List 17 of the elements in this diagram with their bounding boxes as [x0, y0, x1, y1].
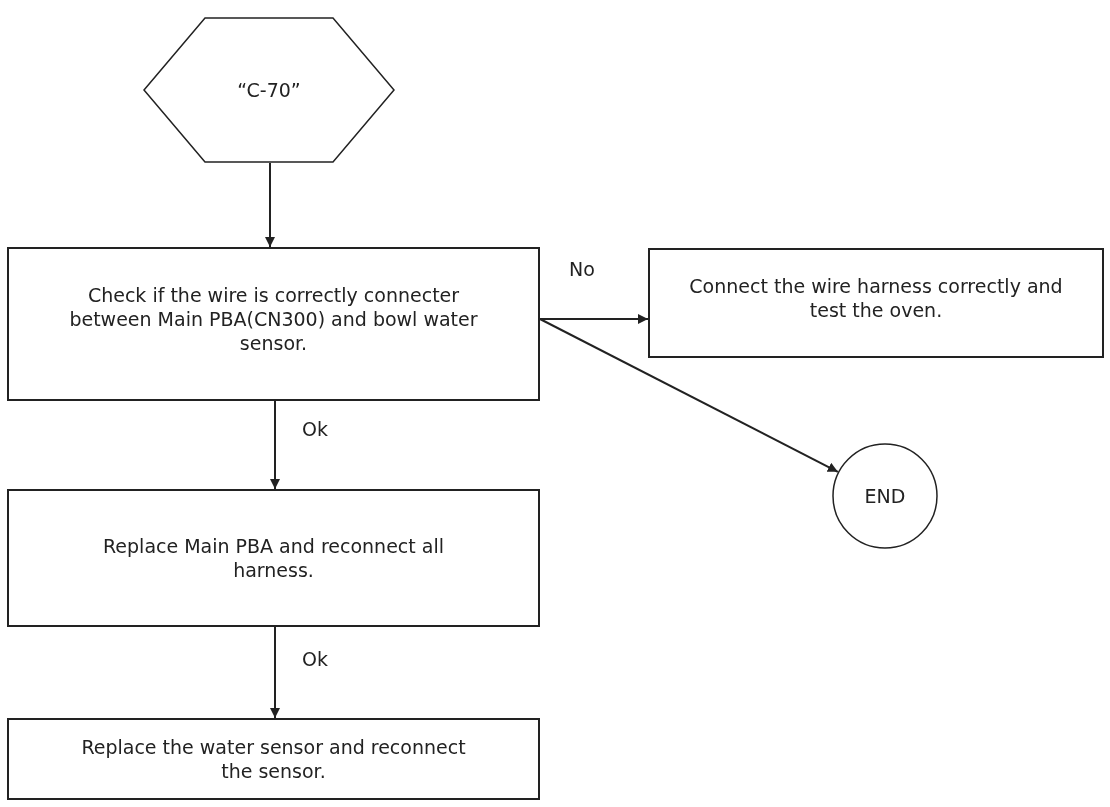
start-hexagon — [143, 17, 395, 163]
arrow — [539, 314, 649, 324]
node-text: Connect the wire harness correctly and test the oven. — [688, 274, 1064, 322]
process-box — [648, 248, 1104, 358]
process-box — [7, 247, 540, 401]
arrow — [539, 318, 839, 473]
node-text: Replace the water sensor and reconnect the sensor. — [80, 735, 467, 783]
node-text: “C-70” — [237, 78, 301, 102]
node-text: END — [864, 484, 906, 508]
node-text: Replace Main PBA and reconnect all harness. — [102, 534, 445, 582]
end-circle — [832, 443, 938, 549]
process-box — [7, 718, 540, 800]
node-text: Check if the wire is correctly connecter between Main PBA(CN300) and bowl water sensor. — [68, 283, 479, 355]
arrow — [270, 400, 280, 490]
process-box — [7, 489, 540, 627]
arrow — [270, 626, 280, 719]
arrow — [265, 162, 275, 248]
